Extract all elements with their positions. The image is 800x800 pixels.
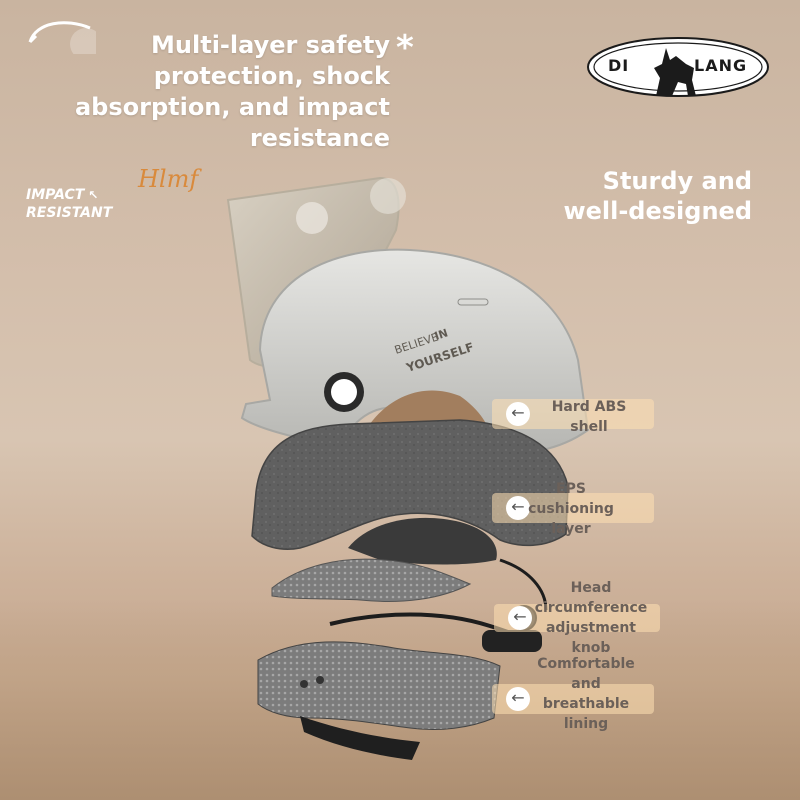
callout-comfortable-lining: ← Comfortable and breathable lining — [492, 656, 654, 732]
arrow-left-icon: ← — [506, 402, 530, 426]
impact-line-1: IMPACT — [26, 187, 85, 203]
callout-label: circumference — [534, 600, 648, 616]
print-in: IN — [433, 326, 450, 342]
brand-logo: DI LANG — [586, 36, 770, 98]
asterisk-icon: * — [396, 28, 414, 68]
callout-label: cushioning — [528, 501, 614, 517]
tagline-line-2: well-designed — [563, 197, 752, 225]
impact-line-2: RESISTANT — [26, 205, 113, 221]
callout-label: EPS — [556, 481, 586, 497]
swoosh-icon — [28, 21, 96, 54]
headline-line-2: protection, shock — [153, 62, 390, 90]
callout-label: Hard ABS — [551, 399, 627, 415]
callout-label: knob — [571, 640, 611, 656]
headline-line-4: resistance — [249, 124, 390, 152]
callout-label: lining — [563, 716, 609, 732]
headline-line-1: Multi-layer safety — [151, 31, 390, 59]
arrow-up-left-icon: ↖ — [88, 188, 99, 202]
brand-name-right: LANG — [694, 56, 748, 75]
callout-label: Comfortable — [537, 656, 635, 672]
tagline-line-1: Sturdy and — [602, 167, 752, 195]
lining-strip — [271, 558, 472, 602]
howling-wolf-icon — [654, 48, 696, 96]
callout-label: and — [571, 676, 601, 692]
callout-eps-layer: ← EPS cushioning layer — [492, 481, 654, 537]
callout-label: Head — [570, 580, 612, 596]
impact-resistant-badge: IMPACT↖ RESISTANT — [26, 186, 112, 222]
headline: Multi-layer safety protection, shock abs… — [60, 30, 390, 154]
eps-cushioning-layer — [251, 419, 569, 565]
brand-name-left: DI — [608, 56, 630, 75]
arrow-left-icon: ← — [506, 496, 530, 520]
headline-line-3: absorption, and impact — [74, 93, 390, 121]
callout-hard-abs-shell: ← Hard ABS shell — [492, 399, 654, 435]
callout-label: layer — [551, 521, 591, 537]
callout-label: adjustment — [545, 620, 636, 636]
callout-label: shell — [570, 419, 608, 435]
script-signature: Hlmf — [138, 165, 199, 193]
comfortable-lining — [257, 641, 501, 760]
arrow-left-icon: ← — [506, 687, 530, 711]
callout-label: breathable — [542, 696, 630, 712]
arrow-left-icon: ← — [508, 606, 532, 630]
tagline: Sturdy and well-designed — [540, 166, 752, 226]
callout-adjustment-knob: ← Head circumference adjustment knob — [494, 580, 660, 656]
